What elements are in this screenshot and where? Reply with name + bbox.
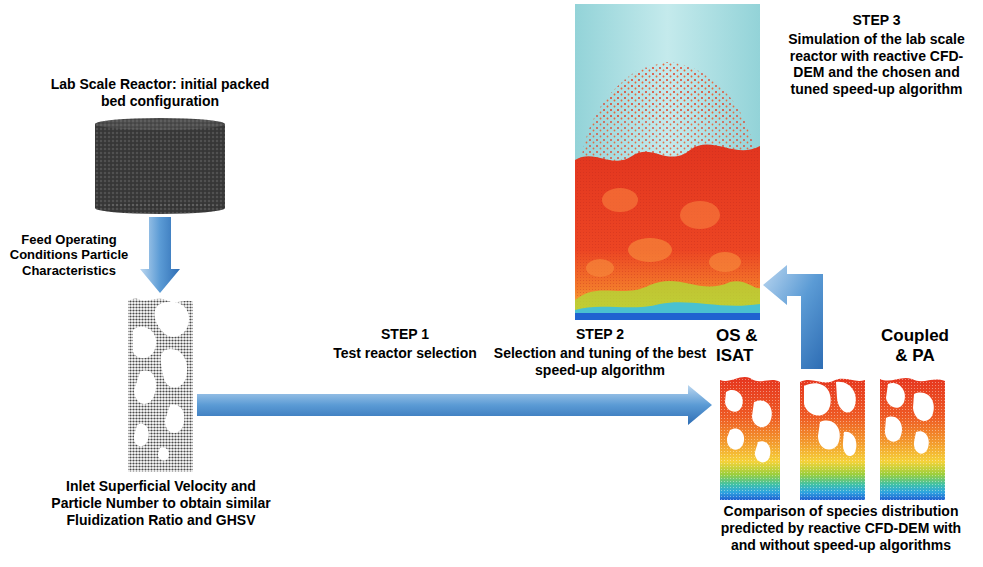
species-map xyxy=(885,417,902,442)
species-map xyxy=(800,372,865,382)
test-reactor-bed xyxy=(128,296,193,302)
text-holder: Lab Scale Reactor: initial packed bed co… xyxy=(40,76,280,110)
test-reactor-bed xyxy=(154,302,189,337)
species-map xyxy=(755,441,770,462)
species-map xyxy=(880,372,945,500)
edge-label: Feed Operating Conditions Particle Chara… xyxy=(4,232,134,279)
test-reactor-bed xyxy=(128,296,193,472)
lab-reactor-simulation xyxy=(680,201,720,229)
species-map xyxy=(913,393,934,421)
test-reactor-bed xyxy=(158,447,169,460)
species-map xyxy=(843,432,857,456)
text-holder: Feed Operating Conditions Particle Chara… xyxy=(4,232,134,279)
comparison-panel: OS & ISATCoupled & PAComparison of speci… xyxy=(716,372,949,500)
packed-bed-cylinder xyxy=(95,202,225,214)
species-map xyxy=(800,372,865,500)
step-heading: STEP 3 xyxy=(775,12,978,29)
species-map xyxy=(800,372,865,500)
lab-reactor-simulation xyxy=(709,252,741,272)
test-reactor-bed xyxy=(133,327,156,358)
block-arrow xyxy=(140,217,180,293)
test-reactor-bed xyxy=(128,296,193,472)
lab-reactor-simulation xyxy=(575,4,760,320)
text-holder: Comparison of species distribution predi… xyxy=(710,503,972,553)
text-holder: STEP 1 xyxy=(315,326,495,343)
lab-reactor-simulation xyxy=(628,238,672,262)
method-label: OS & ISAT xyxy=(716,326,776,365)
text-holder: STEP 3 xyxy=(775,12,978,29)
block-arrow xyxy=(763,265,823,369)
packed-bed-cylinder xyxy=(95,118,225,130)
step-heading: STEP 2 xyxy=(490,326,710,343)
species-map xyxy=(800,372,865,500)
species-map xyxy=(836,382,856,413)
species-map xyxy=(720,372,780,500)
test-reactor-bed xyxy=(134,371,156,404)
test-reactor-bed xyxy=(165,405,184,433)
step-description: Simulation of the lab scale reactor with… xyxy=(775,31,978,98)
species-map xyxy=(720,372,780,500)
lab-reactor-simulation xyxy=(575,4,760,320)
reactor-caption: Inlet Superficial Velocity and Particle … xyxy=(41,478,281,528)
species-map xyxy=(886,383,905,408)
simulated-reactor: STEP 3Simulation of the lab scale reacto… xyxy=(575,4,760,320)
packed-bed-cylinder xyxy=(95,124,225,208)
species-map xyxy=(818,421,840,450)
species-map xyxy=(880,372,945,500)
species-map xyxy=(725,390,743,412)
species-map xyxy=(880,372,945,381)
packed-bed-cylinder xyxy=(95,118,225,130)
text-holder: STEP 2 xyxy=(490,326,710,343)
species-map xyxy=(880,372,945,500)
test-reactor: Inlet Superficial Velocity and Particle … xyxy=(128,296,193,472)
packed-bed-cylinder xyxy=(95,118,225,214)
step-description: Selection and tuning of the best speed-u… xyxy=(490,345,710,379)
packed-bed-cylinder xyxy=(95,202,225,214)
species-map xyxy=(914,431,929,453)
test-reactor-bed xyxy=(134,424,149,446)
species-map xyxy=(727,428,744,449)
method-label: Coupled & PA xyxy=(875,326,955,365)
text-holder: Test reactor selection xyxy=(315,345,495,362)
lab-reactor-simulation xyxy=(575,281,760,314)
species-map xyxy=(752,400,772,427)
panel-caption: Comparison of species distribution predi… xyxy=(710,503,972,553)
lab-reactor-simulation xyxy=(575,302,760,314)
species-map xyxy=(720,372,780,500)
text-holder: Selection and tuning of the best speed-u… xyxy=(490,345,710,379)
lab-reactor-simulation xyxy=(575,145,760,320)
text-holder: Simulation of the lab scale reactor with… xyxy=(775,31,978,98)
step-heading: STEP 1 xyxy=(315,326,495,343)
text-holder: Coupled & PA xyxy=(875,326,955,365)
reactor-heading: Lab Scale Reactor: initial packed bed co… xyxy=(40,76,280,110)
lab-reactor-simulation xyxy=(575,145,760,320)
text-holder: OS & ISAT xyxy=(716,326,776,365)
test-reactor-bed xyxy=(161,349,188,387)
species-map xyxy=(804,383,831,415)
block-arrow xyxy=(197,385,712,425)
step-description: Test reactor selection xyxy=(315,345,495,362)
lab-reactor-simulation xyxy=(575,313,760,320)
lab-reactor-simulation xyxy=(602,188,638,212)
species-map xyxy=(720,372,780,382)
lab-reactor-simulation xyxy=(586,259,614,277)
text-holder: Inlet Superficial Velocity and Particle … xyxy=(41,478,281,528)
reactor-cylinder: Lab Scale Reactor: initial packed bed co… xyxy=(95,118,225,214)
packed-bed-cylinder xyxy=(95,124,225,208)
